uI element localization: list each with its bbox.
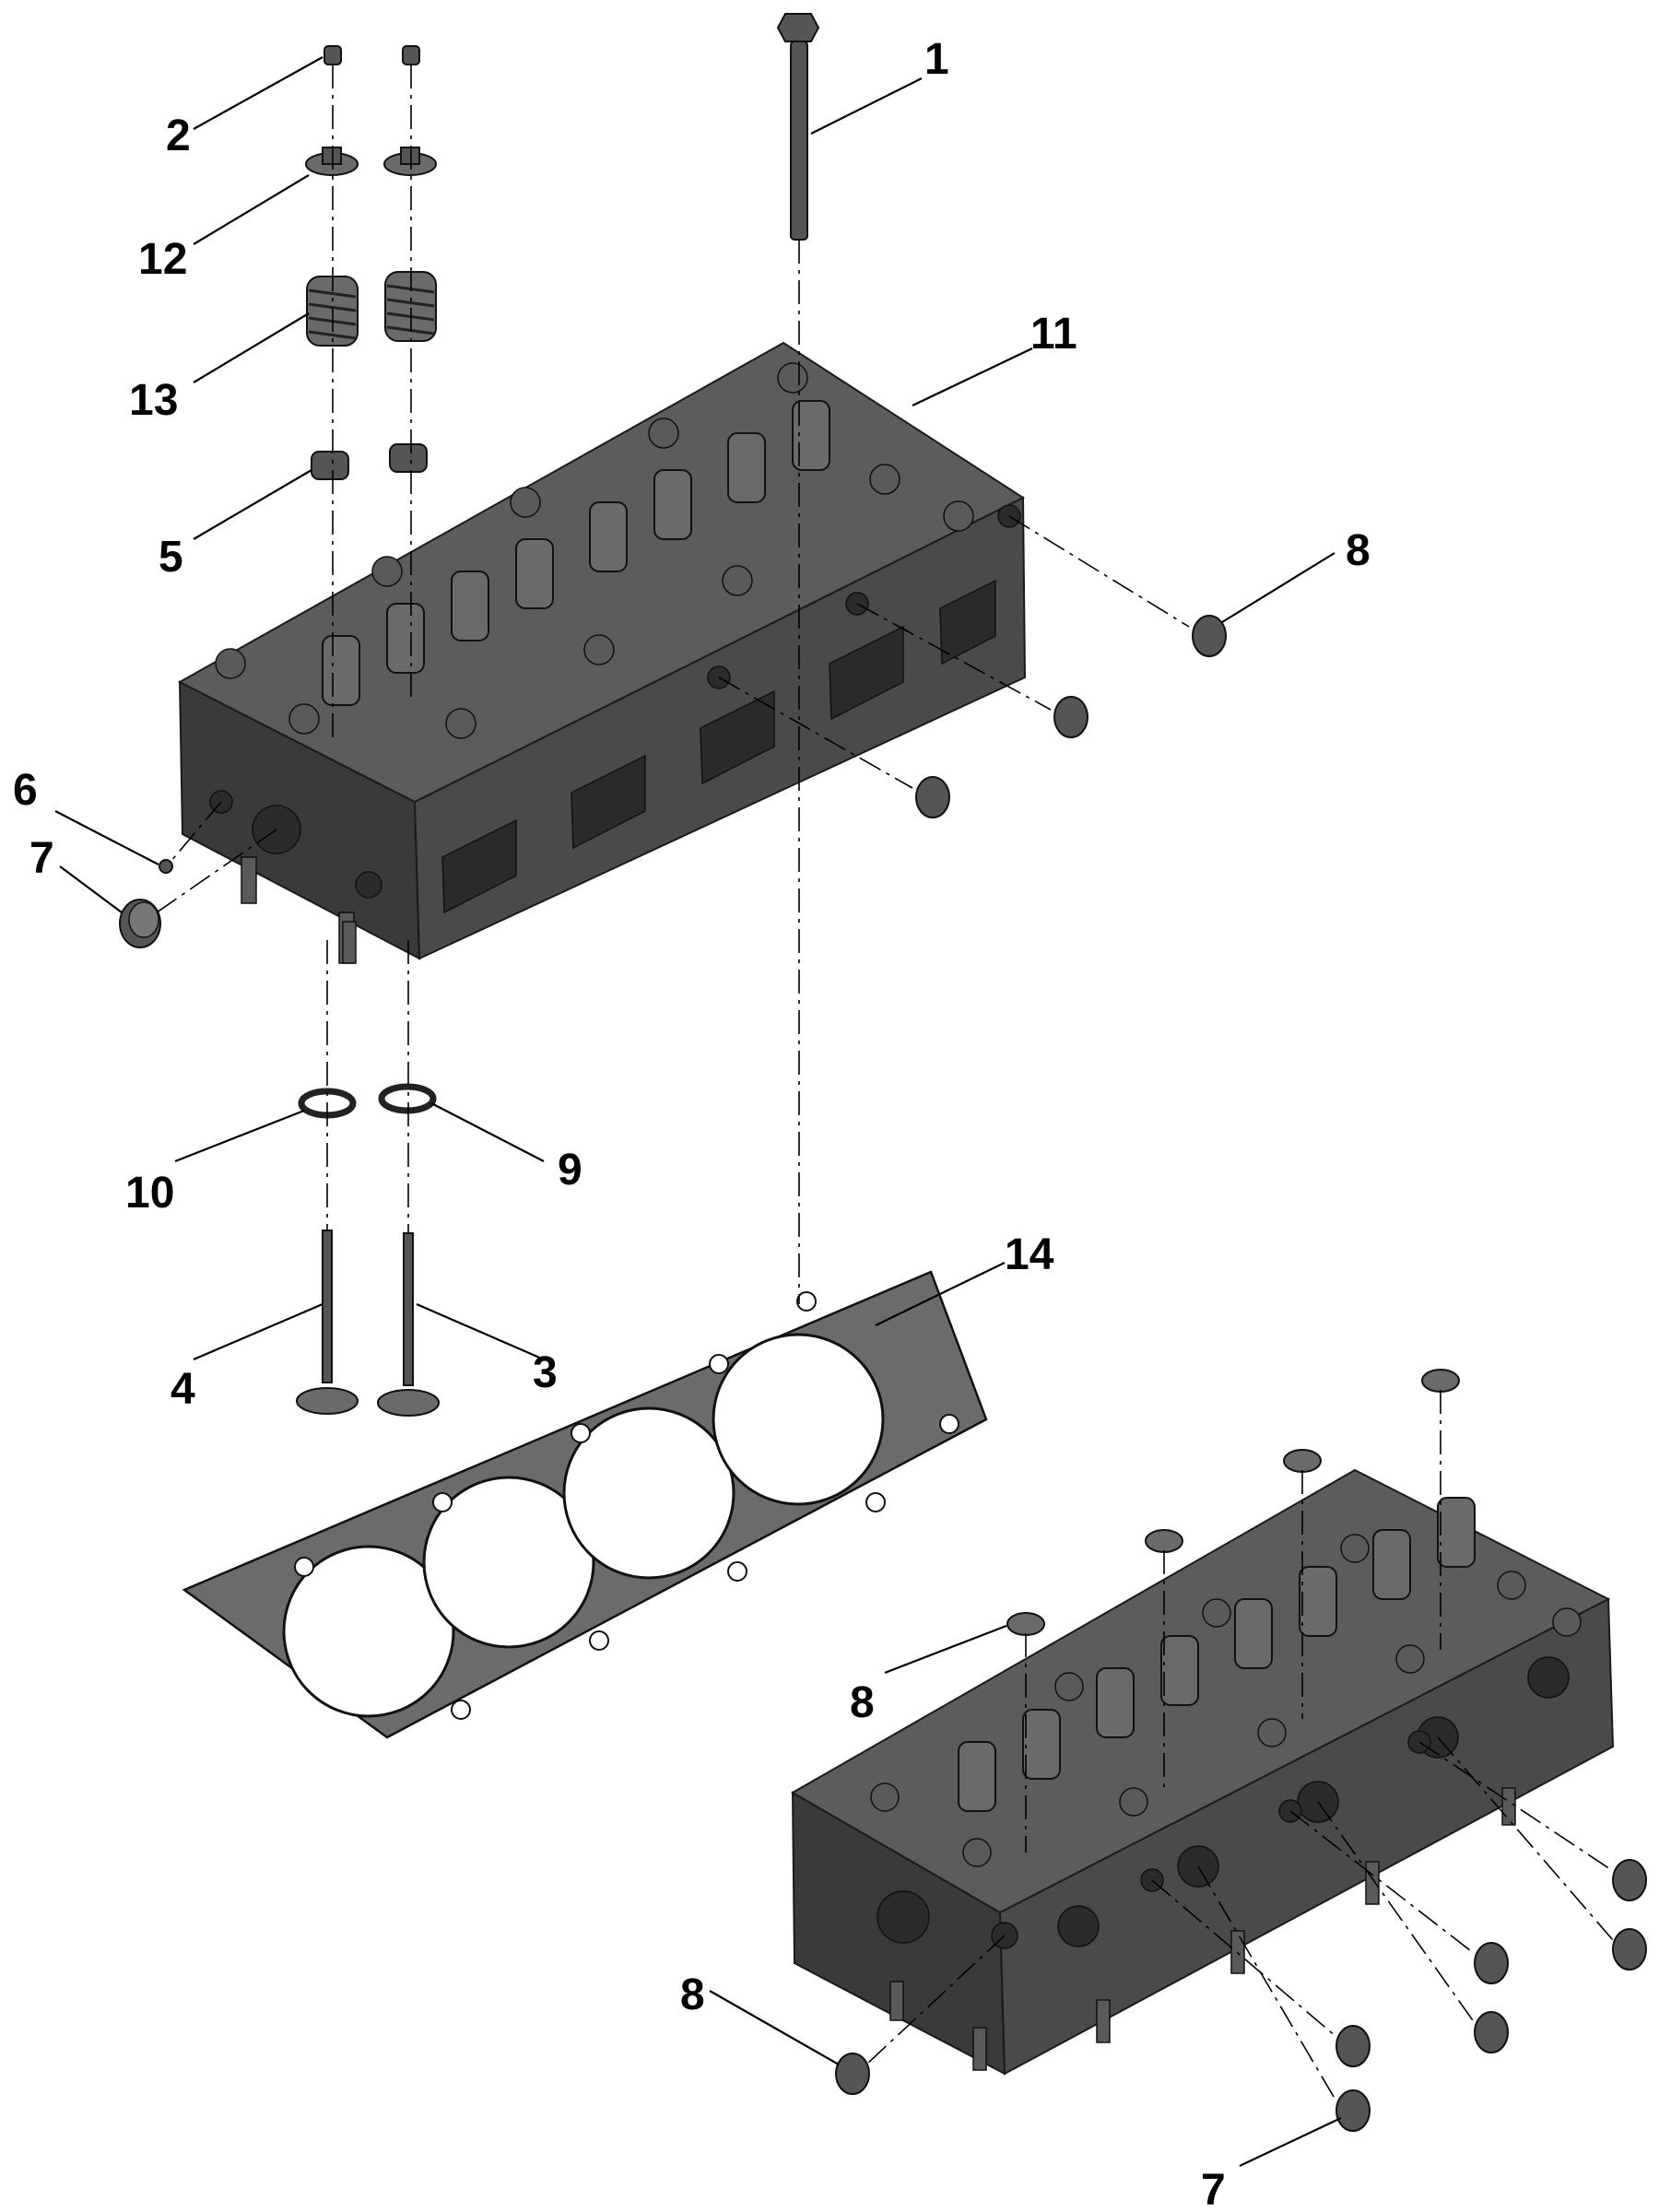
callout-8-upper: 8 [1346,526,1371,575]
valve-stem-seal-parts [311,443,428,480]
gasket-bore-4 [712,1333,885,1506]
cylinder-head-lower-view [790,1468,1615,2076]
callout-1: 1 [924,35,949,84]
callout-5: 5 [159,533,183,582]
callout-14: 14 [1005,1230,1054,1279]
callout-10: 10 [125,1169,174,1218]
gasket-bore-2 [422,1476,595,1649]
upper-head-bolts [215,362,974,739]
head-bolt-part [776,13,820,241]
callout-13: 13 [129,376,178,425]
core-plug-part-8-upper-right [1192,615,1227,657]
core-plug-part-8-mid-1 [1053,696,1088,738]
assembly-centerlines [156,65,1614,2102]
callout-8-lower-top: 8 [850,1678,875,1727]
valve-spring-parts [306,271,437,347]
head-gasket [182,1270,988,1739]
callout-8-lower-left: 8 [680,1971,705,2019]
callout-4: 4 [171,1365,195,1414]
callout-7-upper: 7 [29,834,54,883]
callout-2: 2 [166,112,191,160]
callout-leaders [54,56,1342,2167]
lower-view-plugs [835,1369,1647,2132]
cylinder-head-upper [177,341,1027,964]
valve-cap-parts [324,45,420,65]
callout-12: 12 [138,235,187,284]
core-plug-part-8-mid-2 [915,776,950,818]
callout-11: 11 [1030,310,1077,359]
gasket-bore-1 [282,1545,455,1718]
gasket-bore-3 [562,1406,735,1580]
valve-parts [296,1230,440,1417]
callout-labels: 1 2 12 13 5 11 8 6 7 10 9 14 4 3 8 8 7 [13,35,1371,2212]
callout-3: 3 [533,1348,558,1397]
valve-seat-ring-parts [298,1083,437,1119]
small-plug-part [159,859,173,874]
upper-head-spring-clusters [322,400,830,706]
callout-7-lower: 7 [1201,2166,1226,2212]
callout-9: 9 [558,1146,582,1194]
spring-retainer-parts [305,147,437,176]
core-plug-part-upper [119,899,161,948]
callout-6: 6 [13,766,38,815]
